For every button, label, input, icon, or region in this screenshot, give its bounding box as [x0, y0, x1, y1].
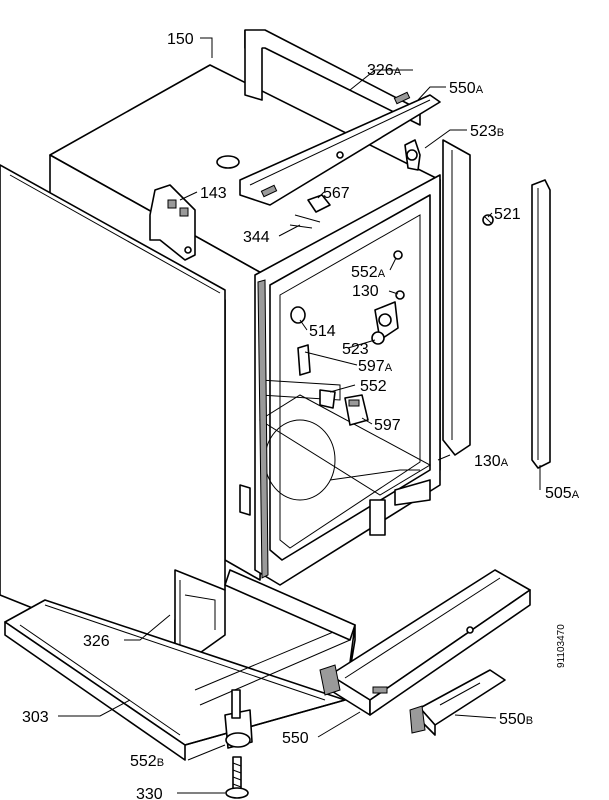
label-303: 303	[22, 709, 49, 726]
part-labels: 150 326A 550A 523B 143 567 344 521 552A …	[22, 31, 580, 800]
side-seal-right	[442, 139, 471, 456]
label-550a: 550A	[449, 80, 484, 97]
label-597: 597	[374, 417, 401, 434]
label-505a: 505A	[545, 485, 580, 502]
label-150: 150	[167, 31, 194, 48]
label-326: 326	[83, 633, 110, 650]
label-552: 552	[360, 378, 387, 395]
screw-521	[482, 214, 494, 226]
foot-552b	[224, 689, 253, 749]
label-344: 344	[243, 229, 270, 246]
top-strip-550a	[239, 91, 441, 206]
kick-plate-303	[4, 569, 356, 761]
label-567: 567	[323, 185, 350, 202]
label-597a: 597A	[358, 358, 393, 375]
bracket-143	[149, 184, 196, 261]
rail-550	[319, 569, 531, 716]
strip-505a	[531, 179, 551, 469]
side-panel-326	[0, 164, 251, 666]
leader-lines	[58, 37, 541, 794]
label-143: 143	[200, 185, 227, 202]
clip-567	[289, 194, 331, 229]
label-130a: 130A	[474, 453, 509, 470]
label-523b: 523B	[470, 123, 504, 140]
label-521: 521	[494, 206, 521, 223]
bracket-550b	[409, 669, 506, 736]
label-523: 523	[342, 341, 369, 358]
inner-tub-frame	[254, 174, 441, 586]
label-552b: 552B	[130, 753, 164, 770]
screw-330	[225, 756, 249, 799]
label-514: 514	[309, 323, 336, 340]
hinge-523b	[404, 139, 421, 171]
label-326a: 326A	[367, 62, 402, 79]
label-550: 550	[282, 730, 309, 747]
label-330: 330	[136, 786, 163, 800]
document-number: 91103470	[556, 624, 567, 668]
label-552a: 552A	[351, 264, 386, 281]
label-550b: 550B	[499, 711, 533, 728]
label-130: 130	[352, 283, 379, 300]
